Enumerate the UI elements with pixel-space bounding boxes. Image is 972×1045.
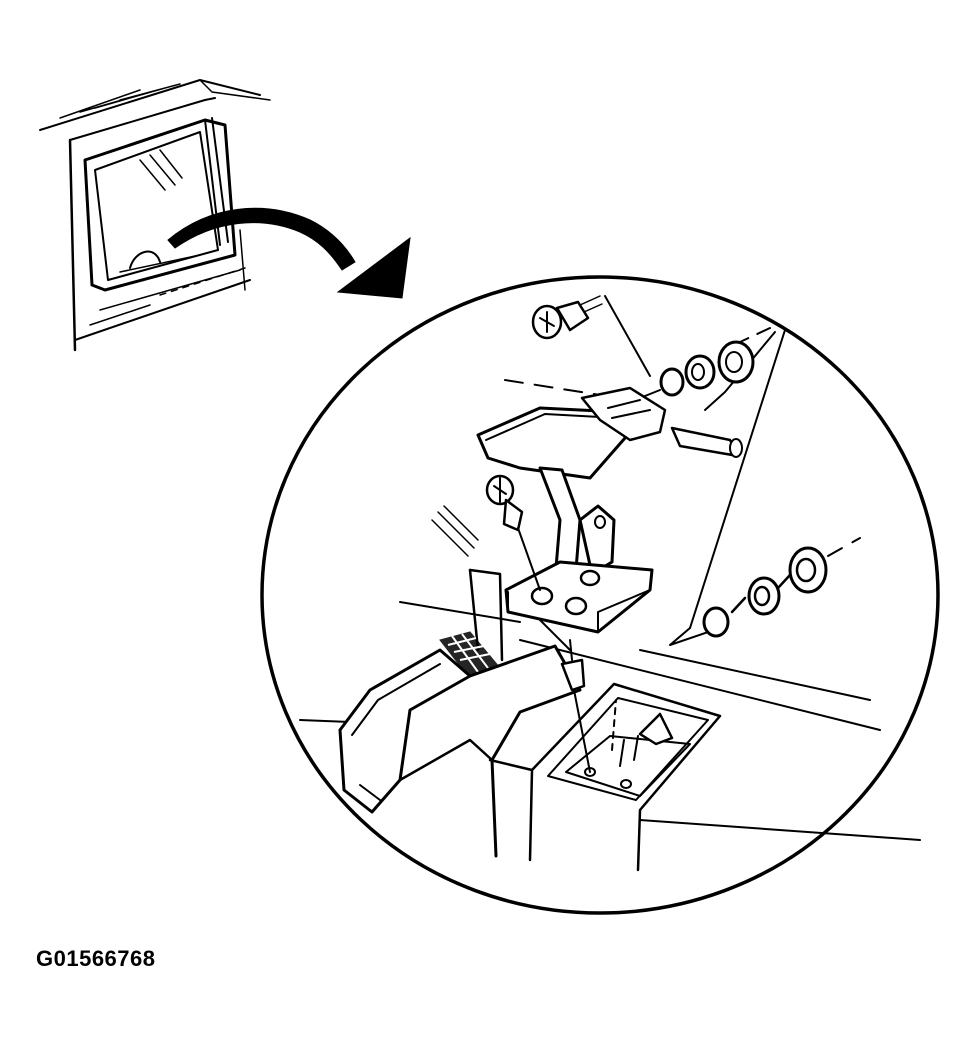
screw-left [485, 474, 541, 591]
detail-view-circle [260, 275, 940, 915]
detail-contents [299, 295, 921, 872]
door-structure [299, 505, 921, 872]
hinge-assembly [504, 466, 654, 634]
overview-window-panel [39, 79, 271, 352]
screw-top [531, 295, 603, 340]
figure-id-label: G01566768 [36, 946, 156, 971]
handle-pad [476, 386, 743, 480]
washer-stack-lower [702, 537, 861, 638]
washer-stack-upper [639, 340, 755, 399]
callout-arrow [167, 207, 411, 299]
